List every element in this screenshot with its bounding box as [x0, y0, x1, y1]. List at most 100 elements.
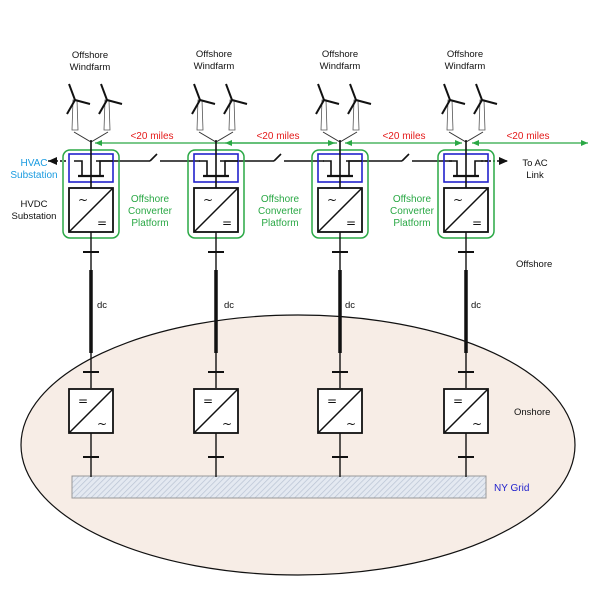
- turbine-blade: [193, 83, 201, 101]
- converter-diagonal: [193, 388, 239, 434]
- converter-diagonal: [193, 187, 239, 233]
- platform-labels: Offshore Converter Platform Offshore Con…: [128, 194, 435, 229]
- dc-ac-converter: =~: [193, 388, 239, 434]
- windfarm-label-2-line2: Windfarm: [194, 61, 235, 72]
- column-1: ~==~: [62, 83, 123, 477]
- platform-label-1-line1: Offshore: [131, 194, 170, 205]
- turbine-blade: [106, 99, 123, 105]
- hvac-substation-label-line2: Substation: [10, 170, 57, 181]
- ac-symbol: ~: [453, 193, 463, 207]
- dc-ac-converter: =~: [317, 388, 363, 434]
- platform-label-3-line2: Converter: [390, 206, 435, 217]
- dc-label-2: dc: [224, 300, 234, 311]
- windfarm-label-4-line2: Windfarm: [445, 61, 486, 72]
- onshore-zone: [20, 314, 576, 576]
- switch-1: [149, 153, 158, 162]
- platform-label-2-line3: Platform: [261, 218, 298, 229]
- turbine-blade: [315, 99, 325, 115]
- column-2: ~==~: [187, 83, 248, 477]
- bus-tap-left: [323, 160, 332, 176]
- platform-label-1-line2: Converter: [128, 206, 173, 217]
- distance-label-3: <20 miles: [382, 131, 425, 142]
- dc-ac-converter: =~: [443, 388, 489, 434]
- dc-symbol: =: [203, 394, 213, 408]
- turbine-blade: [231, 99, 248, 105]
- platform-label-1-line3: Platform: [131, 218, 168, 229]
- windfarm-label-3-line1: Offshore: [322, 49, 358, 60]
- bus-tap-right: [224, 160, 238, 176]
- turbine-blade: [68, 83, 76, 101]
- ac-link-label-line2: Link: [526, 170, 544, 181]
- platform-label-2-line1: Offshore: [261, 194, 300, 205]
- turbine-blade: [449, 99, 466, 105]
- distance-label-4: <20 miles: [506, 131, 549, 142]
- bus-tap-left: [74, 160, 83, 176]
- wind-turbine-icon: [347, 83, 372, 131]
- hvdc-substation-label-line1: HVDC: [21, 199, 48, 210]
- turbine-blade: [191, 99, 201, 115]
- turbine-blade: [199, 99, 216, 105]
- converter-diagonal: [68, 187, 114, 233]
- hvac-substation-label-line1: HVAC: [20, 158, 47, 169]
- turbine-blade: [475, 83, 483, 101]
- bus-tap-left: [199, 160, 208, 176]
- dc-symbol: =: [222, 216, 232, 230]
- ac-symbol: ~: [78, 193, 88, 207]
- turbine-blade: [74, 99, 91, 105]
- ac-symbol: ~: [203, 193, 213, 207]
- switch-3: [401, 153, 410, 162]
- offshore-zone-label: Offshore: [516, 259, 552, 270]
- wind-turbine-icon: [223, 83, 248, 131]
- ac-symbol: ~: [97, 417, 107, 431]
- turbine-blade: [323, 99, 340, 105]
- converter-diagonal: [443, 388, 489, 434]
- turbine-blade: [223, 99, 233, 115]
- turbine-blade: [441, 99, 451, 115]
- wind-turbine-icon: [66, 83, 91, 131]
- ac-symbol: ~: [346, 417, 356, 431]
- ac-dc-converter: ~=: [68, 187, 114, 233]
- wind-turbine-icon: [315, 83, 340, 131]
- ny-grid-bus: [71, 475, 487, 499]
- ac-link-label-line1: To AC: [522, 158, 547, 169]
- turbine-blade: [349, 83, 357, 101]
- turbine-blade: [355, 99, 372, 105]
- hvdc-substation-label-line2: Substation: [12, 211, 57, 222]
- dc-label-3: dc: [345, 300, 355, 311]
- ac-dc-converter: ~=: [193, 187, 239, 233]
- ac-symbol: ~: [327, 193, 337, 207]
- bus-tap-right: [348, 160, 362, 176]
- distance-label-2: <20 miles: [256, 131, 299, 142]
- platform-label-3-line3: Platform: [393, 218, 430, 229]
- turbine-blade: [66, 99, 76, 115]
- dc-symbol: =: [78, 394, 88, 408]
- windfarm-label-1-line1: Offshore: [72, 50, 108, 61]
- bus-tap-right: [99, 160, 113, 176]
- dc-label-4: dc: [471, 300, 481, 311]
- ac-symbol: ~: [472, 417, 482, 431]
- windfarm-label-2-line1: Offshore: [196, 49, 232, 60]
- converter-diagonal: [317, 187, 363, 233]
- dc-symbol: =: [346, 216, 356, 230]
- turbine-blade: [473, 99, 483, 115]
- distance-label-1: <20 miles: [130, 131, 173, 142]
- platform-label-3-line1: Offshore: [393, 194, 432, 205]
- turbine-blade: [481, 99, 498, 105]
- wind-turbine-icon: [98, 83, 123, 131]
- turbine-blade: [98, 99, 108, 115]
- wind-turbine-icon: [473, 83, 498, 131]
- windfarm-label-3-line2: Windfarm: [320, 61, 361, 72]
- dc-symbol: =: [97, 216, 107, 230]
- distance-labels: <20 miles <20 miles <20 miles <20 miles: [130, 131, 549, 142]
- windfarm-label-1-line2: Windfarm: [70, 62, 111, 73]
- wind-turbine-icon: [191, 83, 216, 131]
- converter-diagonal: [443, 187, 489, 233]
- platform-label-2-line2: Converter: [258, 206, 303, 217]
- ny-grid-label: NY Grid: [494, 483, 529, 494]
- windfarm-label-4-line1: Offshore: [447, 49, 483, 60]
- windfarm-labels: Offshore Windfarm Offshore Windfarm Offs…: [70, 49, 486, 73]
- column-3: ~ = =~: [311, 83, 372, 477]
- dc-symbol: =: [472, 216, 482, 230]
- turbine-blade: [347, 99, 357, 115]
